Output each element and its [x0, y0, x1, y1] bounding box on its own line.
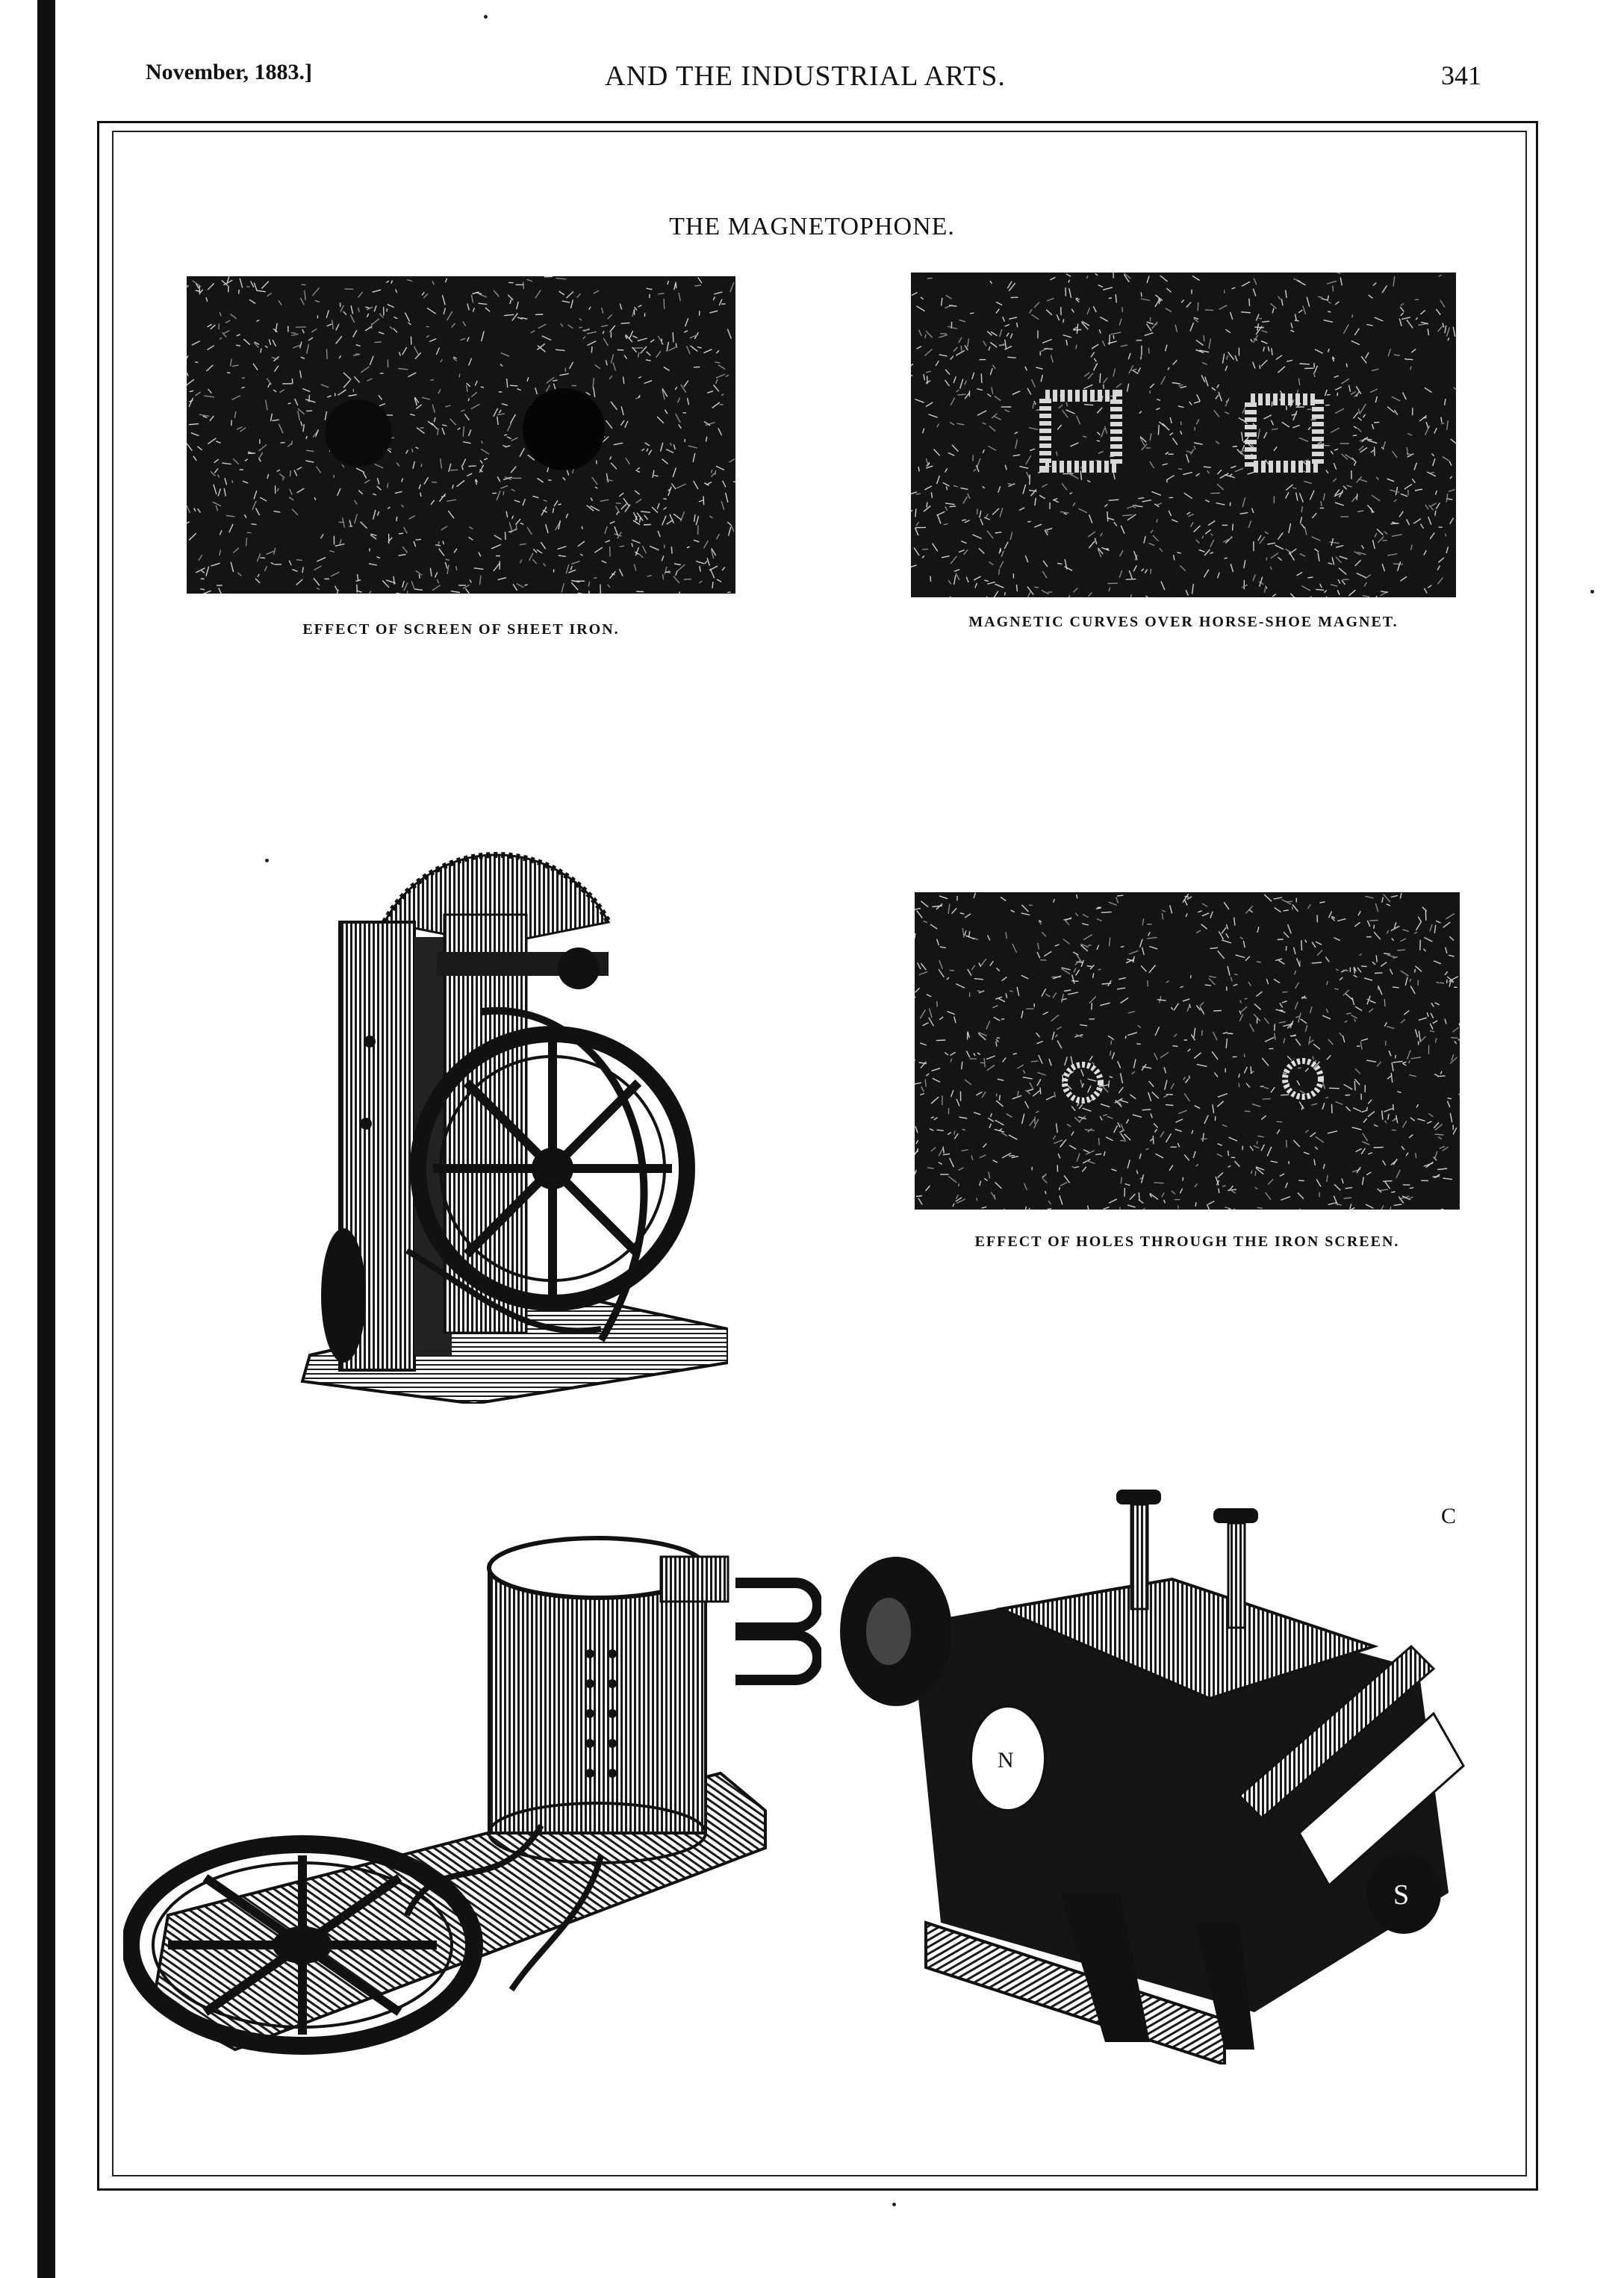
magnet-label-s: S: [1393, 1879, 1409, 1911]
caption-horseshoe-magnet-curves: MAGNETIC CURVES OVER HORSE-SHOE MAGNET.: [968, 614, 1399, 630]
engraving-perforated-cylinder-apparatus: [123, 1527, 821, 2064]
caption-holes-iron-screen: EFFECT OF HOLES THROUGH THE IRON SCREEN.: [974, 1233, 1400, 1250]
iron-filings-pattern-1: [187, 276, 735, 594]
plate-border-inner: [112, 131, 1527, 2176]
header-date: November, 1883.]: [146, 60, 313, 84]
print-speck: [1590, 590, 1594, 594]
iron-filings-pattern-3: [915, 892, 1460, 1210]
figure-sheet-iron-screen: [187, 276, 735, 594]
magnet-label-c: C: [1441, 1504, 1456, 1528]
plate-border-outer: [97, 121, 1538, 2191]
page-edge-bar: [37, 0, 55, 2278]
print-speck: [484, 15, 488, 19]
caption-sheet-iron-screen: EFFECT OF SCREEN OF SHEET IRON.: [302, 621, 620, 638]
figure-holes-iron-screen: [915, 892, 1460, 1210]
print-speck: [265, 859, 269, 862]
iron-filings-pattern-2: [911, 273, 1456, 597]
engraving-magnetophone-wheel-apparatus: [287, 773, 728, 1404]
print-speck: [892, 2203, 896, 2206]
magnet-label-n: N: [998, 1748, 1014, 1773]
header-page-number: 341: [1441, 60, 1481, 90]
figure-horseshoe-magnet-curves: [911, 273, 1456, 597]
header-running-title: AND THE INDUSTRIAL ARTS.: [605, 60, 1006, 92]
engraving-magnet-assembly-with-terminals: S C N: [836, 1475, 1508, 2064]
plate-title: THE MAGNETOPHONE.: [669, 213, 955, 240]
